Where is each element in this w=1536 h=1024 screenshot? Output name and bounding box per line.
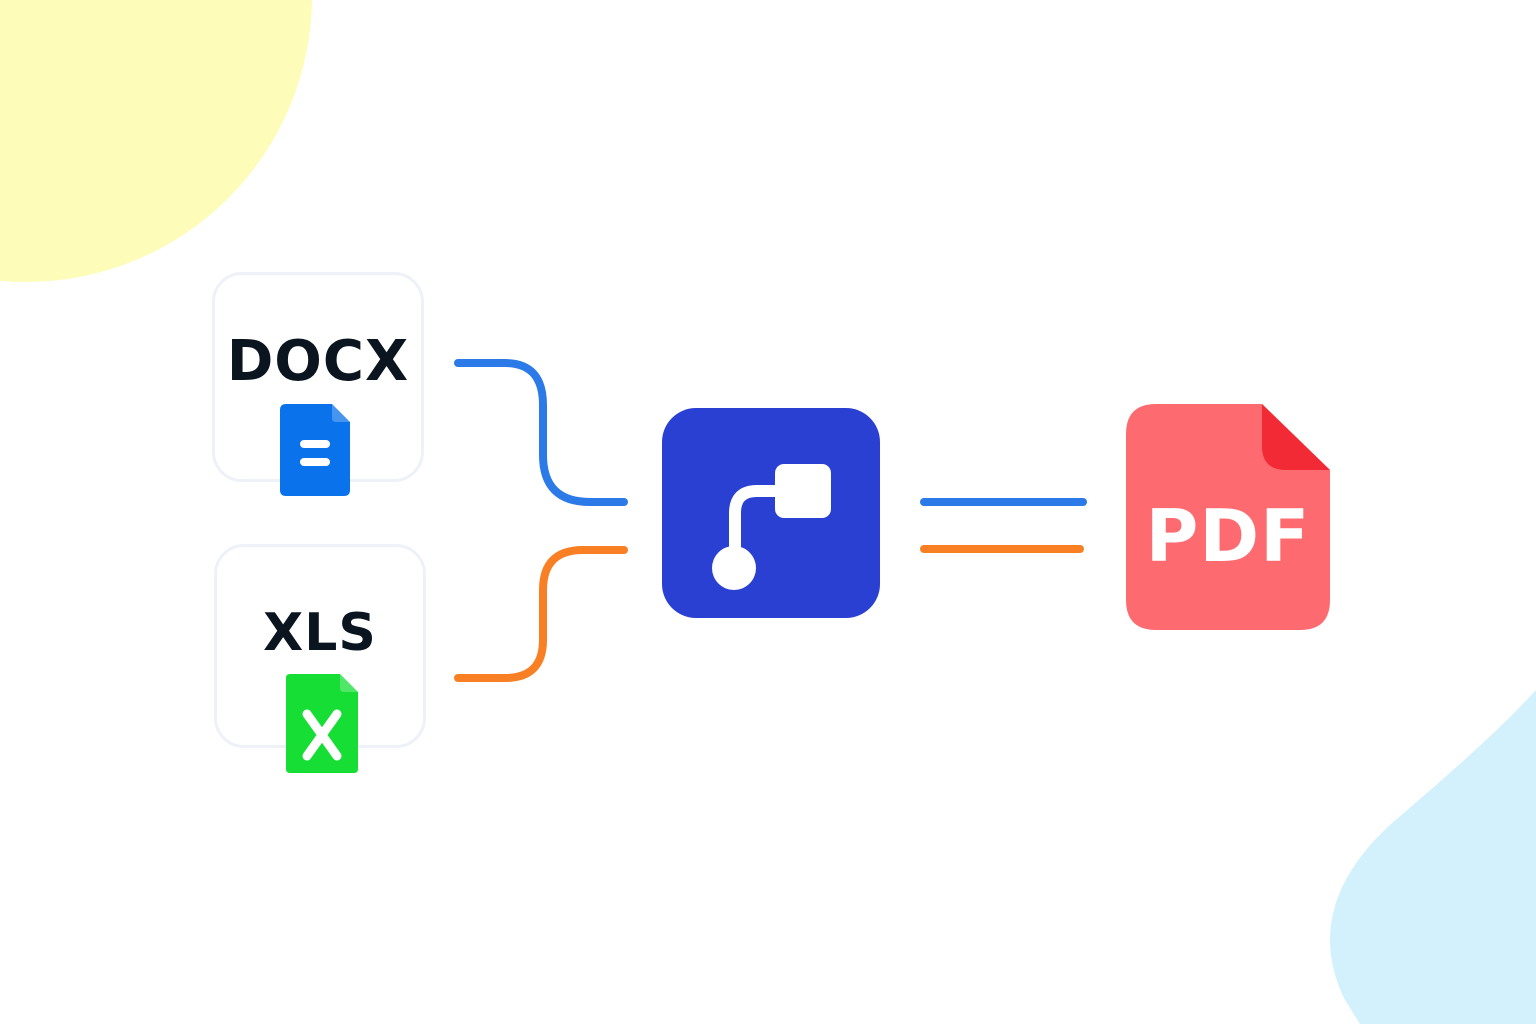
docx-file-icon — [280, 404, 350, 496]
converter-hub — [662, 408, 880, 618]
pdf-file-icon — [1126, 404, 1330, 630]
xls-connector-line — [454, 546, 628, 682]
pdf-label: PDF — [1145, 494, 1311, 578]
docx-connector-line — [454, 359, 628, 506]
xls-file-icon — [286, 674, 358, 773]
docx-label: DOCX — [226, 329, 410, 394]
xls-label: XLS — [263, 603, 377, 663]
flow-diagram-icon — [712, 464, 831, 590]
